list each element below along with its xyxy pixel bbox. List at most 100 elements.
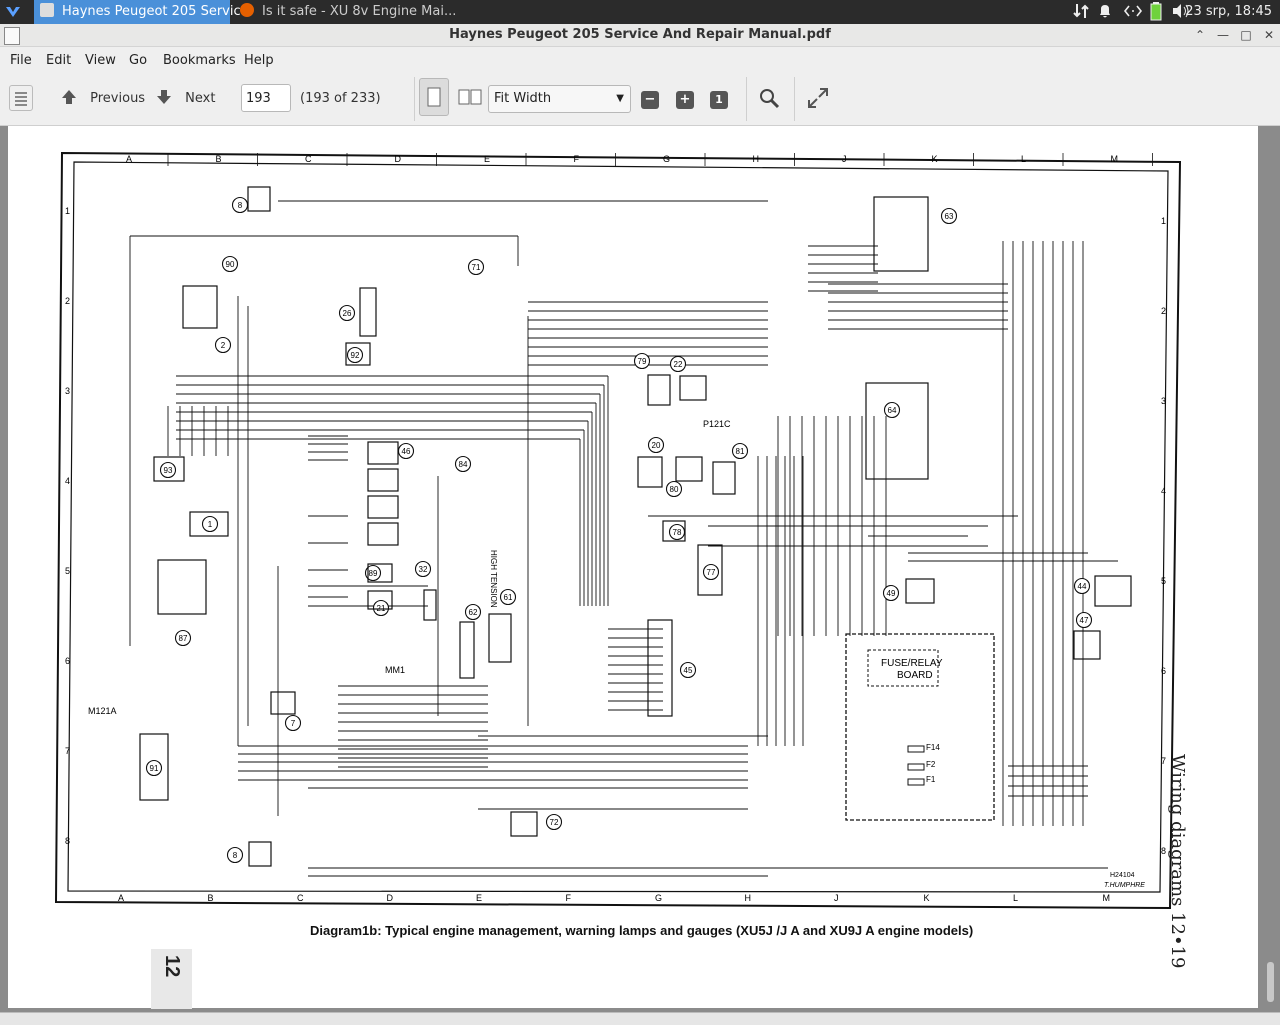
separator [414,77,415,121]
dual-page-icon [458,89,482,105]
component-marker [454,455,472,473]
component-marker [633,352,651,370]
window-titlebar[interactable]: Haynes Peugeot 205 Service And Repair Ma… [0,24,1280,47]
component-number: 62 [469,608,478,617]
list-icon [15,92,27,106]
component-marker [338,304,356,322]
system-panel: Haynes Peugeot 205 Servic... Is it safe … [0,0,1280,24]
grid-column-label: F [566,893,572,903]
sidebar-toggle-button[interactable] [9,85,33,111]
component-box [367,495,399,519]
grid-column-label: A [118,893,124,903]
zoom-out-button[interactable]: − [641,91,659,109]
grid-row-label: 3 [65,386,70,396]
component-number: 8 [233,851,238,860]
component-box [359,287,377,337]
clock[interactable]: 23 srp, 18:45 [1185,4,1272,19]
page-number-input[interactable]: 193 [241,84,291,112]
grid-row-label: 7 [65,746,70,756]
grid-row-label: 8 [65,836,70,846]
component-number: 90 [226,260,235,269]
task-pdf-viewer[interactable]: Haynes Peugeot 205 Servic... [34,0,253,24]
component-number: 77 [707,568,716,577]
grid-column-label: K [932,154,938,164]
close-icon[interactable]: ✕ [1263,28,1275,42]
grid-column-label: C [297,893,304,903]
component-marker [159,461,177,479]
volume-icon[interactable] [1172,0,1190,24]
component-number: 78 [673,528,682,537]
component-marker [372,599,390,617]
component-marker [201,515,219,533]
component-box [248,841,272,867]
continuous-view-button[interactable] [419,78,449,116]
grid-column-label: M [1103,893,1111,903]
component-number: 84 [459,460,468,469]
battery-icon[interactable] [1150,0,1162,24]
grid-row-label: 4 [1161,486,1166,496]
previous-label: Previous [90,91,146,106]
vertical-scrollbar[interactable] [1267,962,1274,1002]
component-marker [414,560,432,578]
maximize-up-icon[interactable]: ⌃ [1194,28,1206,42]
app-menu-icon[interactable] [4,3,22,21]
component-box [865,382,929,480]
component-number: 20 [652,441,661,450]
menu-go[interactable]: Go [129,53,148,68]
component-number: 8 [238,201,243,210]
component-number: 63 [945,212,954,221]
search-button[interactable] [758,87,780,115]
component-marker [679,661,697,679]
component-marker [882,584,900,602]
firefox-icon [240,3,254,17]
restore-icon[interactable]: □ [1240,28,1252,42]
component-marker [464,603,482,621]
status-bar [0,1012,1280,1025]
fullscreen-button[interactable] [806,86,830,114]
previous-button[interactable]: Previous [60,85,145,113]
component-number: 2 [221,341,226,350]
grid-column-label: L [1013,893,1018,903]
menu-file[interactable]: File [10,53,32,68]
connector-label-p121c: P121C [703,419,731,429]
menu-bookmarks[interactable]: Bookmarks [163,53,236,68]
code-icon[interactable] [1123,0,1143,24]
connector-label-m121a: M121A [88,706,117,716]
menu-view[interactable]: View [85,53,116,68]
zoom-in-button[interactable]: + [676,91,694,109]
grid-column-label: G [655,893,662,903]
component-marker [346,346,364,364]
component-box [367,522,399,546]
component-box [675,456,703,482]
actual-size-button[interactable]: 1 [710,91,728,109]
fuse-label-f2: F2 [926,760,936,769]
network-icon[interactable] [1072,0,1090,24]
component-marker [174,629,192,647]
dual-page-button[interactable] [455,78,485,116]
component-box [1094,575,1132,607]
component-box [367,590,393,610]
notification-bell-icon[interactable] [1098,0,1112,24]
menu-edit[interactable]: Edit [46,53,72,68]
component-number: 1 [208,520,213,529]
component-marker [665,480,683,498]
component-box [647,374,671,406]
window-title: Haynes Peugeot 205 Service And Repair Ma… [449,27,831,42]
component-box [697,544,723,596]
task-firefox[interactable]: Is it safe - XU 8v Engine Mai... [234,0,456,24]
component-number: 45 [684,666,693,675]
arrow-up-icon [62,90,76,104]
component-number: 32 [419,565,428,574]
minimize-icon[interactable]: — [1217,28,1229,42]
menu-help[interactable]: Help [244,53,274,68]
component-number: 72 [550,818,559,827]
fuse-board-label-2: BOARD [897,670,933,681]
separator [794,77,795,121]
component-number: 47 [1080,616,1089,625]
next-button[interactable]: Next [155,85,215,113]
component-number: 89 [369,569,378,578]
component-box [153,456,185,482]
zoom-select[interactable]: Fit Width ▼ [488,85,631,113]
component-marker [545,813,563,831]
